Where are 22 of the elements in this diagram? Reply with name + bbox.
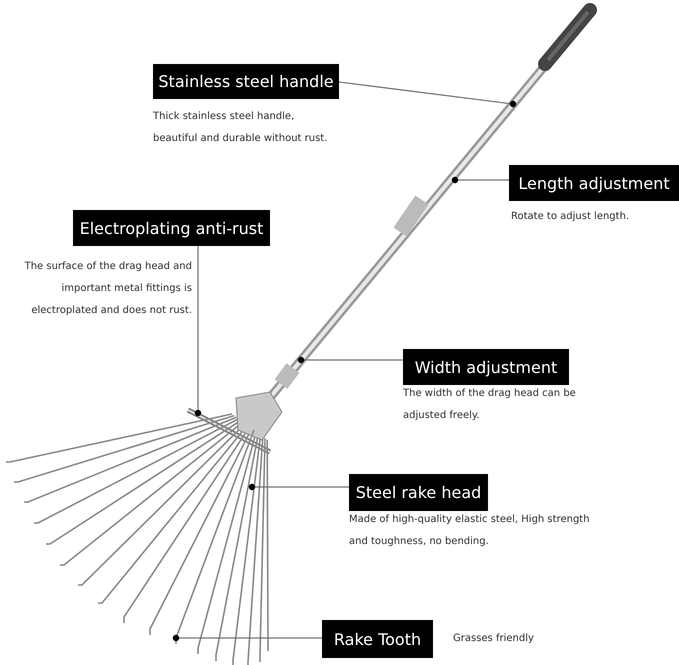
callout-heading: Stainless steel handle [153,64,339,99]
leader-line [338,82,516,108]
callout-description: Made of high-quality elastic steel, High strength and toughness, no bending. [349,513,591,549]
leader-line [248,484,350,490]
callout-heading: Electroplating anti-rust [73,210,270,246]
leader-line [194,246,202,416]
callout-heading: Length adjustment [509,165,679,201]
leader-line [172,634,322,642]
callout-description: Grasses friendly [453,632,535,646]
callout-heading: Width adjustment [403,349,569,385]
handle-grip-drawing [480,3,597,143]
adjustment-sleeve-drawing [392,136,488,250]
leader-line [298,356,404,364]
callout-description: Rotate to adjust length. [511,210,630,224]
leader-line [452,176,510,184]
width-collar-drawing [274,243,399,390]
callout-description: The width of the drag head can be adjusted freely. [403,387,577,423]
callout-heading: Rake Tooth [322,620,433,658]
callout-description: Thick stainless steel handle, beautiful and durable without rust. [153,110,328,146]
rake-head-drawing [6,384,283,665]
callout-description: The surface of the drag head and important metal fittings is electroplated and does not rust. [24,260,192,318]
callout-heading: Steel rake head [349,474,488,511]
